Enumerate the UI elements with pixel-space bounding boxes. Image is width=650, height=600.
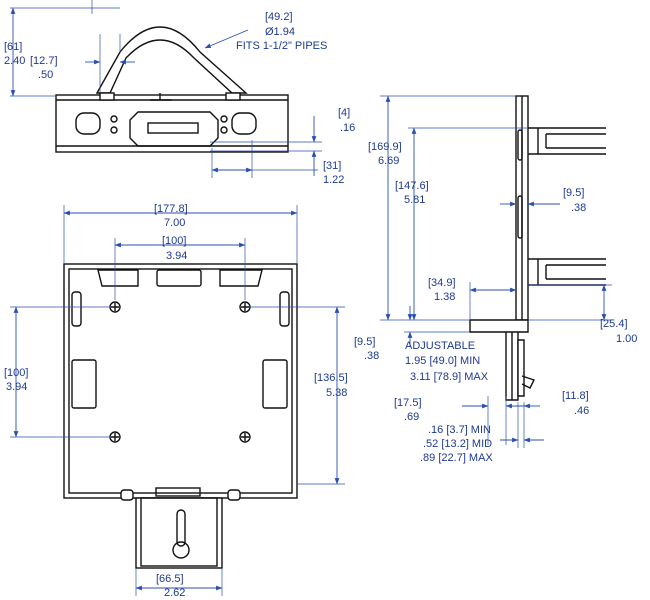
top-ear-in-label: .50: [38, 69, 53, 81]
side-total-mm-label: [169.9]: [368, 141, 402, 153]
slot-in-label: .16: [340, 122, 355, 134]
hole-h-mm-label: [100]: [4, 367, 28, 379]
side-total-in-label: 6.69: [378, 155, 399, 167]
front-plate: [63, 263, 298, 499]
clamp-mm-label: [25.4]: [600, 318, 628, 330]
front-dims: [10, 205, 345, 596]
plate-h-in-label: 5.38: [326, 387, 347, 399]
hole-w-mm-label: [100]: [162, 235, 186, 247]
tab-w-in-label: 2.62: [164, 587, 185, 599]
hole-w-in-label: 3.94: [166, 250, 187, 262]
width-mm-label: [177.8]: [154, 203, 188, 215]
top-dims: [10, 0, 322, 178]
front-slot-2: [156, 269, 202, 287]
gap-min-label: .16 [3.7] MIN: [428, 424, 491, 436]
plate-h-mm-label: [136.5]: [314, 372, 348, 384]
hole-br: [239, 431, 251, 443]
gap-in-label: .46: [574, 405, 589, 417]
side-clamp-lower: [528, 258, 606, 286]
front-view: [63, 263, 298, 569]
side-dims: [380, 95, 612, 448]
width-in-label: 7.00: [164, 217, 185, 229]
front-tab: [135, 497, 223, 569]
side-inner-mm-label: [147.6]: [395, 180, 429, 192]
top-h-mm-label: [61]: [4, 41, 22, 53]
top-slot-right: [231, 112, 257, 135]
top-center-window: [129, 111, 219, 147]
side-inner-in-label: 5.81: [404, 194, 425, 206]
labels: [49.2] Ø1.94 FITS 1-1/2" PIPES [61] 2.40…: [4, 11, 637, 599]
adj-min-label: 1.95 [49.0] MIN: [405, 355, 480, 367]
adj-max-label: 3.11 [78.9] MAX: [410, 371, 489, 383]
slot-mm-label: [4]: [338, 107, 350, 119]
slot-off-mm-label: [31]: [323, 160, 341, 172]
base-mm-label: [9.5]: [354, 336, 375, 348]
depth-in-label: 1.38: [434, 291, 455, 303]
depth-mm-label: [34.9]: [428, 277, 456, 289]
adjustable-label: ADJUSTABLE: [405, 340, 475, 352]
hole-h-in-label: 3.94: [6, 381, 27, 393]
lip-in-label: .69: [404, 411, 419, 423]
side-thk-mm-label: [9.5]: [563, 187, 584, 199]
pipe-mm-label: [49.2]: [265, 11, 293, 23]
top-ear-mm-label: [12.7]: [30, 55, 58, 67]
lip-mm-label: [17.5]: [394, 397, 422, 409]
top-slot-left: [75, 112, 101, 135]
gap-max-label: .89 [22.7] MAX: [420, 452, 493, 464]
u-bolt: [95, 26, 248, 94]
side-clamp-upper: [528, 127, 606, 155]
front-slot-1: [97, 269, 139, 287]
base-in-label: .38: [364, 350, 379, 362]
pipe-in-label: Ø1.94: [265, 26, 295, 38]
tab-w-mm-label: [66.5]: [156, 573, 184, 585]
top-view: [55, 26, 289, 153]
top-h-in-label: 2.40: [4, 55, 25, 67]
side-view: [469, 95, 606, 401]
gap-mm-label: [11.8]: [562, 390, 589, 402]
side-base: [469, 319, 529, 333]
front-slot-3: [219, 269, 263, 287]
side-thk-in-label: .38: [571, 202, 586, 214]
gap-mid-label: .52 [13.2] MID: [423, 438, 492, 450]
fits-pipes-label: FITS 1-1/2" PIPES: [236, 40, 327, 52]
clamp-in-label: 1.00: [616, 333, 637, 345]
slot-off-in-label: 1.22: [323, 174, 344, 186]
